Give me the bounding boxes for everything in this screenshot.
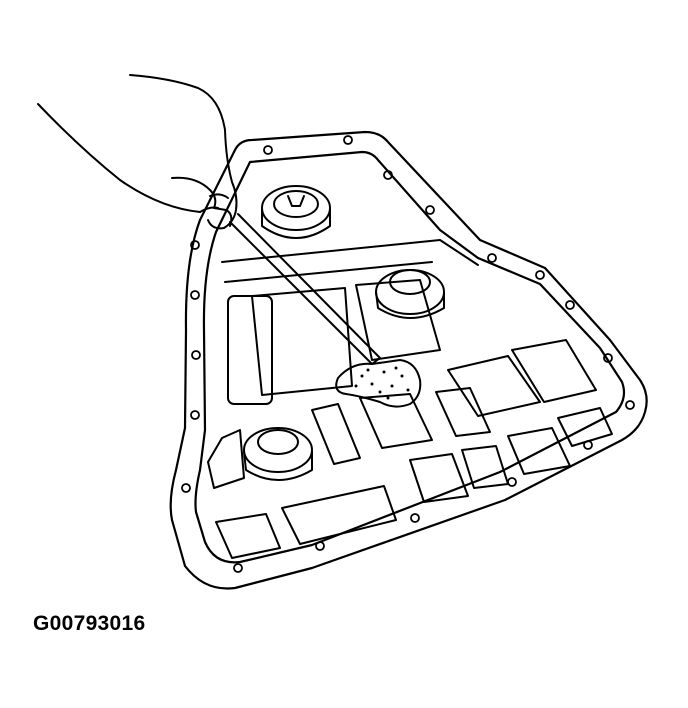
gasket-residue bbox=[335, 359, 422, 408]
figure-code: G00793016 bbox=[33, 612, 146, 635]
magnet-top bbox=[261, 185, 331, 239]
magnet-left bbox=[243, 427, 313, 481]
oil-pan-flange bbox=[169, 130, 648, 590]
oil-pan-floor bbox=[207, 239, 613, 559]
scraper-tool bbox=[229, 213, 381, 365]
hand bbox=[37, 74, 238, 230]
magnet-right bbox=[375, 269, 445, 319]
